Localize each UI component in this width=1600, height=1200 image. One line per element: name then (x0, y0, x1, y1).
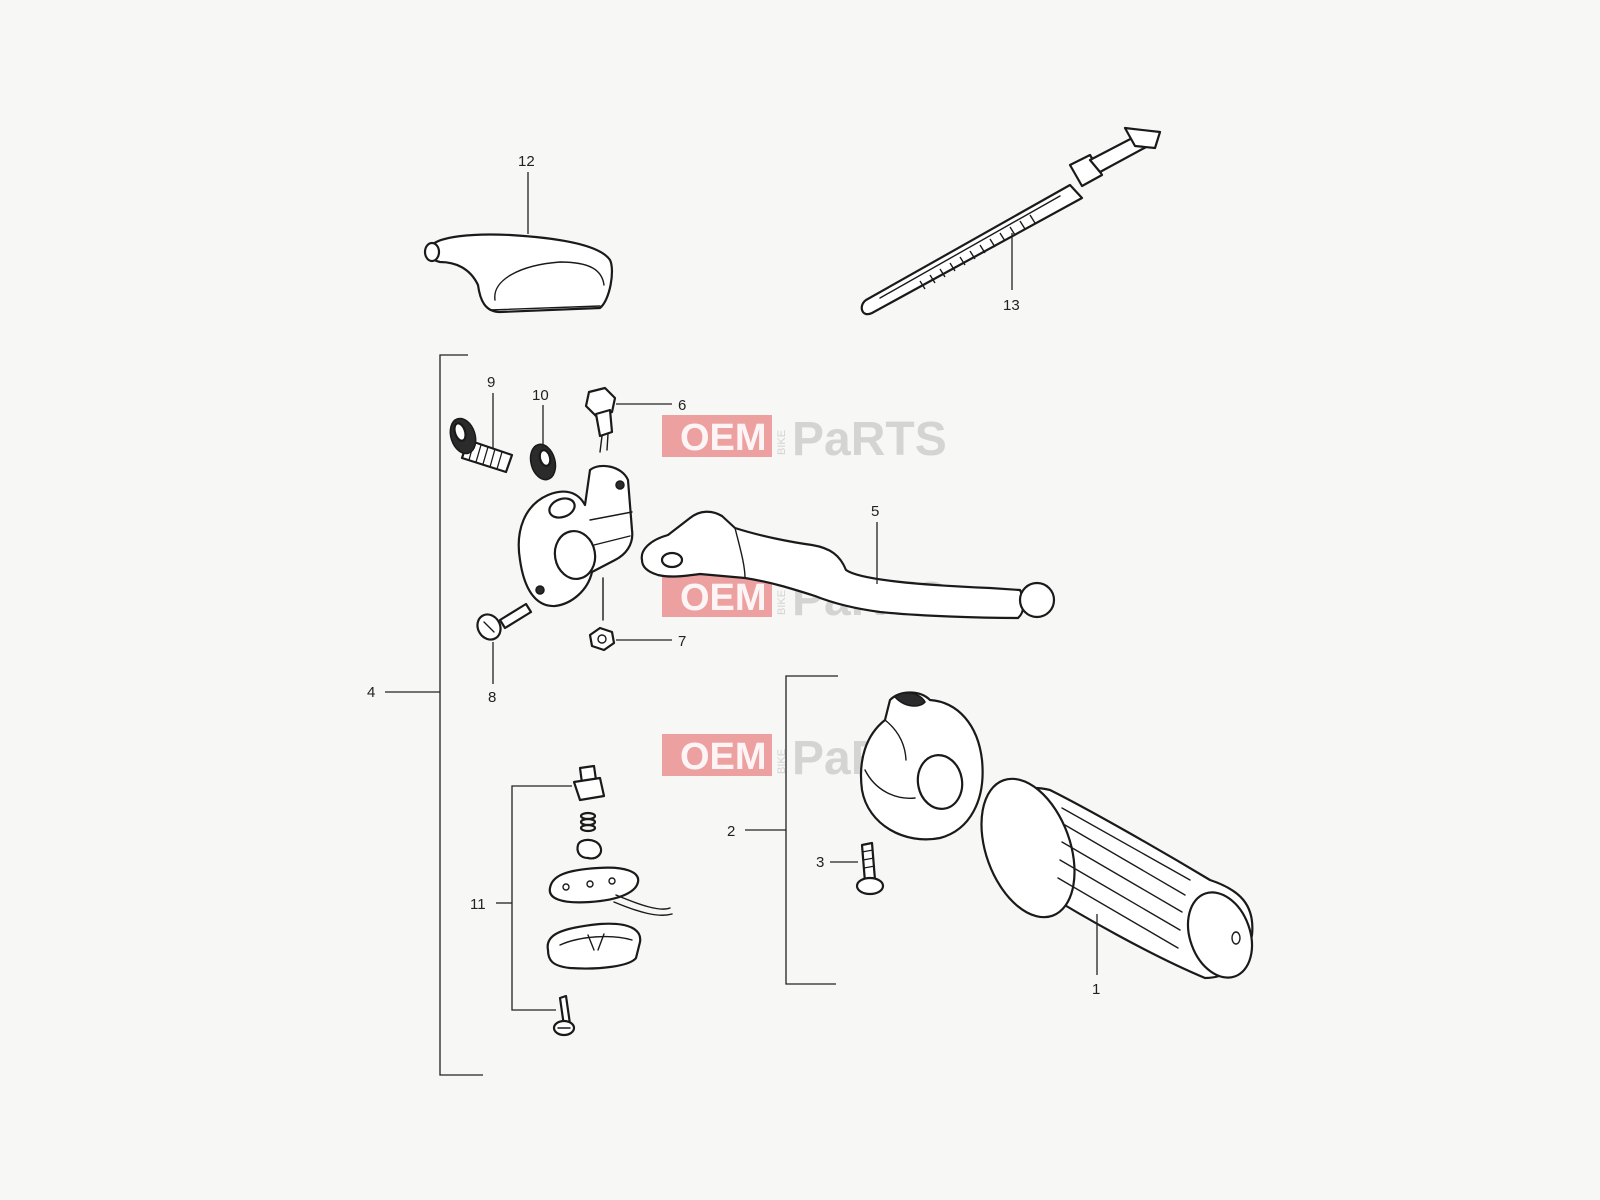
bolt-icon (584, 386, 617, 453)
watermark-oem: OEM (680, 417, 767, 459)
watermark-bike: BIKE (776, 430, 788, 455)
callout-4: 4 (367, 684, 375, 701)
svg-text:9: 9 (487, 374, 495, 391)
callout-8: 8 (488, 642, 496, 706)
watermark-parts: PaRTS (792, 413, 947, 466)
bracket-2: 2 (727, 675, 838, 985)
svg-text:13: 13 (1003, 297, 1020, 314)
watermark-top: OEM BIKE PaRTS (662, 413, 947, 466)
callout-7: 7 (616, 633, 686, 650)
svg-text:7: 7 (678, 633, 686, 650)
svg-text:5: 5 (871, 503, 879, 520)
svg-text:10: 10 (532, 387, 549, 404)
throttle-housing-icon (860, 691, 984, 841)
svg-text:8: 8 (488, 689, 496, 706)
callout-10: 10 (532, 387, 549, 448)
watermark-oem: OEM (680, 577, 767, 619)
lever-cover-icon (423, 233, 614, 314)
svg-text:1: 1 (1092, 981, 1100, 998)
switch-assembly-icon (546, 764, 673, 1037)
svg-text:3: 3 (816, 854, 824, 871)
callout-6: 6 (616, 397, 686, 414)
handlebar-grip-icon (980, 777, 1254, 980)
watermark-oem: OEM (680, 736, 767, 778)
watermark-bike: BIKE (776, 590, 788, 615)
cable-tie-icon (860, 126, 1162, 316)
callout-12: 12 (518, 153, 535, 234)
clutch-lever-icon (640, 510, 1056, 620)
bracket-11: 11 (470, 785, 572, 1011)
callout-2: 2 (727, 823, 735, 840)
callout-9: 9 (487, 374, 495, 448)
lock-nut-icon (529, 443, 557, 481)
callout-11: 11 (470, 896, 486, 913)
nut-icon (588, 577, 616, 652)
callout-5: 5 (871, 503, 879, 584)
watermark-bike: BIKE (776, 749, 788, 774)
screw-icon (855, 841, 885, 896)
screw-icon (476, 602, 533, 641)
svg-text:6: 6 (678, 397, 686, 414)
callout-3: 3 (816, 854, 858, 871)
adjuster-bolt-icon (449, 417, 514, 474)
callout-13: 13 (1003, 233, 1020, 314)
lever-holder-icon (517, 464, 634, 608)
callout-1: 1 (1092, 914, 1100, 998)
bracket-4: 4 (367, 354, 483, 1076)
svg-text:12: 12 (518, 153, 535, 170)
